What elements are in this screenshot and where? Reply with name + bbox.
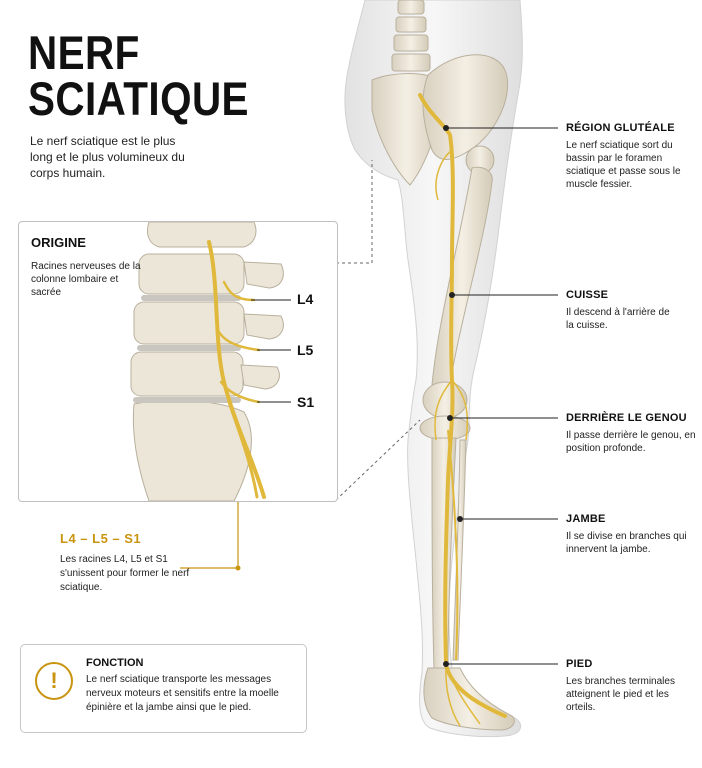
label-description: Il descend à l'arrière de la cuisse. <box>566 307 670 331</box>
label-cuisse: CUISSE Il descend à l'arrière de la cuis… <box>566 289 676 332</box>
label-description: Le nerf sciatique sort du bassin par le … <box>566 140 681 190</box>
level-l5: L5 <box>297 342 314 358</box>
title-line-1: NERF <box>28 26 140 79</box>
lumbar-spine-illustration <box>130 222 291 501</box>
label-pied: PIED Les branches terminales atteignent … <box>566 658 686 714</box>
connector-dashed-bottom <box>335 419 421 501</box>
intro-text: Le nerf sciatique est le plus long et le… <box>30 134 185 180</box>
label-description: Il se divise en branches qui innervent l… <box>566 531 687 555</box>
level-l4: L4 <box>297 291 314 307</box>
label-title: CUISSE <box>566 289 609 301</box>
label-description: Il passe derrière le genou, en position … <box>566 430 696 454</box>
label-region-glutéale: RÉGION GLUTÉALE Le nerf sciatique sort d… <box>566 122 698 191</box>
label-jambe: JAMBE Il se divise en branches qui inner… <box>566 513 698 556</box>
origin-box: ORIGINE Racines nerveuses de la colonne … <box>18 221 338 502</box>
leader-lines <box>446 127 558 665</box>
title-line-2: SCIATIQUE <box>28 72 249 125</box>
origin-title: ORIGINE <box>31 235 86 250</box>
level-s1: S1 <box>297 394 315 410</box>
origin-description: Racines nerveuses de la colonne lombaire… <box>31 261 141 298</box>
label-title: DERRIÈRE LE GENOU <box>566 412 687 424</box>
label-title: JAMBE <box>566 513 606 525</box>
foot-bones <box>423 667 515 731</box>
roots-description: Les racines L4, L5 et S1 s'unissent pour… <box>60 554 190 593</box>
label-title: PIED <box>566 658 593 670</box>
leader-dots <box>443 125 463 667</box>
fonction-box: ! FONCTION Le nerf sciatique transporte … <box>20 644 307 733</box>
label-title: RÉGION GLUTÉALE <box>566 122 675 134</box>
page-title: NERF SCIATIQUE <box>28 26 249 125</box>
label-derriere-genou: DERRIÈRE LE GENOU Il passe derrière le g… <box>566 412 698 455</box>
fonction-description: Le nerf sciatique transporte les message… <box>86 674 279 713</box>
fonction-title: FONCTION <box>86 657 144 669</box>
connector-dashed-top <box>336 160 373 264</box>
warning-icon: ! <box>35 662 73 700</box>
label-description: Les branches terminales atteignent le pi… <box>566 676 675 713</box>
pelvis <box>422 54 509 160</box>
roots-title: L4 – L5 – S1 <box>60 531 142 546</box>
